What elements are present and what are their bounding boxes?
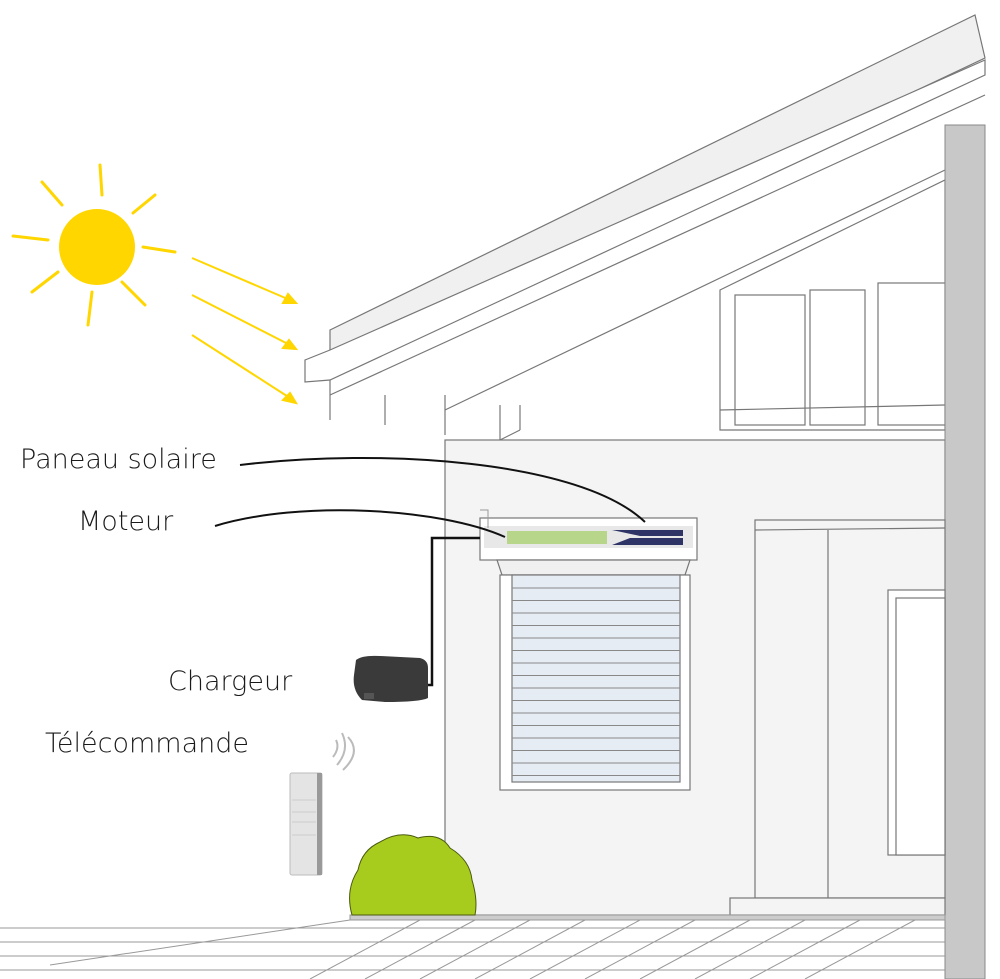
tile-line [364,919,476,979]
ground-tiles [0,914,946,979]
leader-lines [214,457,646,687]
roof [304,14,986,441]
upper-windows [719,179,946,431]
charger-icon [353,655,428,702]
tile-line [309,919,421,979]
wireless-signal-icon [332,732,355,771]
remote-control-icon [289,772,323,876]
sun-icon [11,163,177,327]
label-motor: Moteur [78,506,174,537]
door [729,519,946,916]
motor-bar [507,531,607,544]
tile-line [639,919,751,979]
bush [349,834,477,916]
tile-line [749,919,861,979]
label-charger: Chargeur [168,666,293,697]
label-solar-panel: Paneau solaire [20,444,217,475]
roller-shutter [479,517,698,791]
wall-column [944,124,986,979]
tile-line [529,919,641,979]
tile-line [804,919,916,979]
tile-line [49,919,351,966]
solar-panel [612,530,683,545]
label-remote: Télécommande [45,728,249,759]
tile-line [474,919,586,979]
tile-line [584,919,696,979]
tile-line [419,919,531,979]
tile-line [694,919,806,979]
sunlight-arrows [191,257,299,405]
